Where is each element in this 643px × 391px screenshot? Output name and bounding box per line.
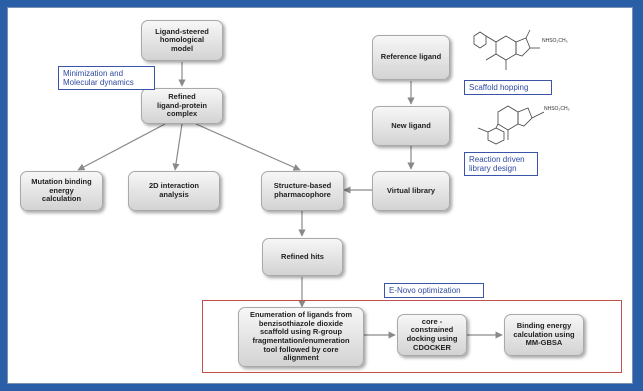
arrow-complex-to-mutation [77, 123, 166, 171]
reference-structure-image: NHSO₂CH₃ [473, 29, 568, 70]
node-new-ligand: New ligand [372, 106, 450, 146]
node-refined-hits: Refined hits [262, 238, 343, 276]
node-reference-ligand: Reference ligand [372, 35, 450, 80]
node-refined-complex: Refined ligand-protein complex [141, 88, 223, 124]
node-ligand-steered-model: Ligand-steered homological model [141, 20, 223, 61]
arrow-complex-to-2d [172, 123, 183, 171]
node-mutation-binding-energy: Mutation binding energy calculation [20, 171, 103, 211]
arrow-complex-to-pharmacophore [195, 123, 301, 171]
node-core-docking: core -constrained docking using CDOCKER [397, 314, 467, 356]
tag-minimization: Minimization and Molecular dynamics [58, 66, 155, 91]
tag-enovo: E-Novo optimization [384, 283, 484, 299]
node-2d-interaction: 2D interaction analysis [128, 171, 220, 211]
substituent-label-bottom: NHSO₂CH₃ [544, 106, 570, 112]
substituent-label-top: NHSO₂CH₃ [542, 38, 568, 44]
tag-reaction-driven: Reaction driven library design [464, 152, 538, 177]
new-ligand-structure-image: NHSO₂CH₃ [477, 105, 570, 145]
node-structure-pharmacophore: Structure-based pharmacophore [261, 171, 344, 211]
node-virtual-library: Virtual library [372, 171, 450, 211]
node-binding-energy: Binding energy calculation using MM-GBSA [504, 314, 584, 356]
tag-scaffold-hopping: Scaffold hopping [464, 80, 552, 96]
enovo-region [202, 300, 622, 373]
node-enumeration: Enumeration of ligands from benzisothiaz… [238, 307, 364, 367]
